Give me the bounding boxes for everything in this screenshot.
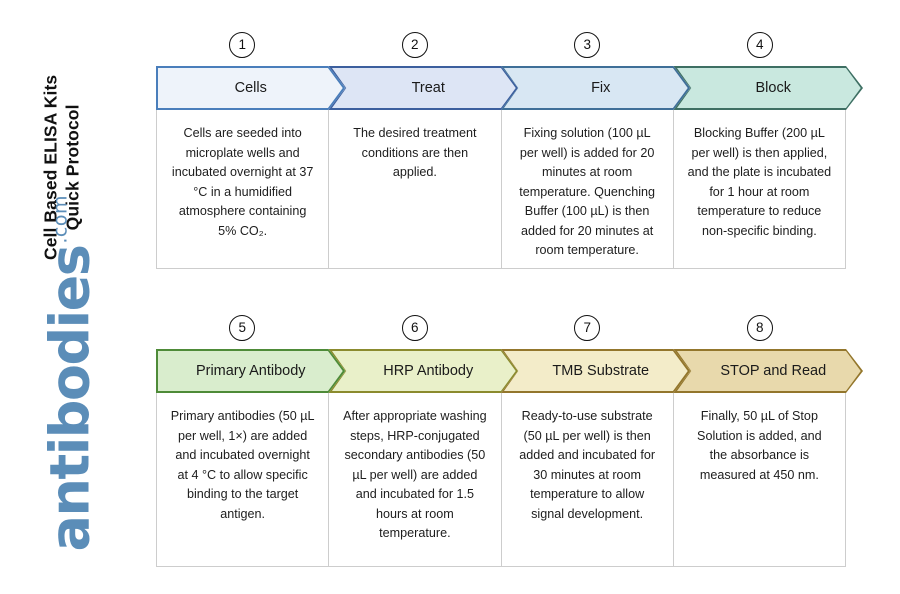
step-chevron-6[interactable]: HRP Antibody <box>329 349 519 393</box>
description-strip-1: Cells are seeded into microplate wells a… <box>156 110 846 269</box>
step-number-6: 6 <box>401 315 428 341</box>
step-number-3: 3 <box>574 32 601 58</box>
step-label-6: HRP Antibody <box>383 363 474 379</box>
step-description-4: Blocking Buffer (200 µL per well) is the… <box>687 126 832 238</box>
step-number-strip-2: 5 6 7 8 <box>156 315 846 349</box>
step-description-6: After appropriate washing steps, HRP-con… <box>329 393 502 566</box>
protocol-row-1: 1 2 3 4 Cells Treat Fix Block Cells are seeded… <box>156 32 846 269</box>
step-number-8: 8 <box>746 315 773 341</box>
branding-column: Cell Based ELISA Kits Quick Protocol ant… <box>0 0 155 594</box>
step-number-2: 2 <box>401 32 428 58</box>
step-description-2: The desired treatment conditions are the… <box>329 110 502 268</box>
step-number-strip-1: 1 2 3 4 <box>156 32 846 66</box>
step-label-1: Cells <box>234 80 267 96</box>
step-chevron-5[interactable]: Primary Antibody <box>156 349 346 393</box>
protocol-row-2: 5 6 7 8 Primary Antibody HRP Antibody TMB Sub… <box>156 315 846 567</box>
step-label-5: Primary Antibody <box>195 363 306 379</box>
step-description-7: Ready-to-use substrate (50 µL per well) … <box>502 393 674 566</box>
step-description-1: Cells are seeded into microplate wells a… <box>157 110 330 268</box>
step-label-7: TMB Substrate <box>552 363 650 379</box>
step-label-8: STOP and Read <box>720 363 827 379</box>
step-chevron-3[interactable]: Fix <box>501 66 691 110</box>
step-label-4: Block <box>755 80 791 96</box>
step-label-2: Treat <box>411 80 445 96</box>
step-number-1: 1 <box>229 32 256 58</box>
step-chevron-1[interactable]: Cells <box>156 66 346 110</box>
step-description-8: Finally, 50 µL of Stop Solution is added… <box>697 409 822 482</box>
chevron-strip-1: Cells Treat Fix Block <box>156 66 846 110</box>
step-chevron-8[interactable]: STOP and Read <box>674 349 864 393</box>
step-description-3: Fixing solution (100 µL per well) is add… <box>502 110 674 268</box>
step-chevron-4[interactable]: Block <box>674 66 864 110</box>
brand-name: antibodies <box>38 245 102 552</box>
step-label-3: Fix <box>591 80 611 96</box>
step-number-7: 7 <box>574 315 601 341</box>
step-number-5: 5 <box>229 315 256 341</box>
step-chevron-7[interactable]: TMB Substrate <box>501 349 691 393</box>
description-strip-2: Primary antibodies (50 µL per well, 1×) … <box>156 393 846 567</box>
step-number-4: 4 <box>746 32 773 58</box>
step-chevron-2[interactable]: Treat <box>329 66 519 110</box>
chevron-strip-2: Primary Antibody HRP Antibody TMB Substrat… <box>156 349 846 393</box>
brand-tld: .com <box>49 194 72 244</box>
brand-logo: antibodies.com <box>39 195 102 552</box>
step-description-5: Primary antibodies (50 µL per well, 1×) … <box>157 393 330 566</box>
